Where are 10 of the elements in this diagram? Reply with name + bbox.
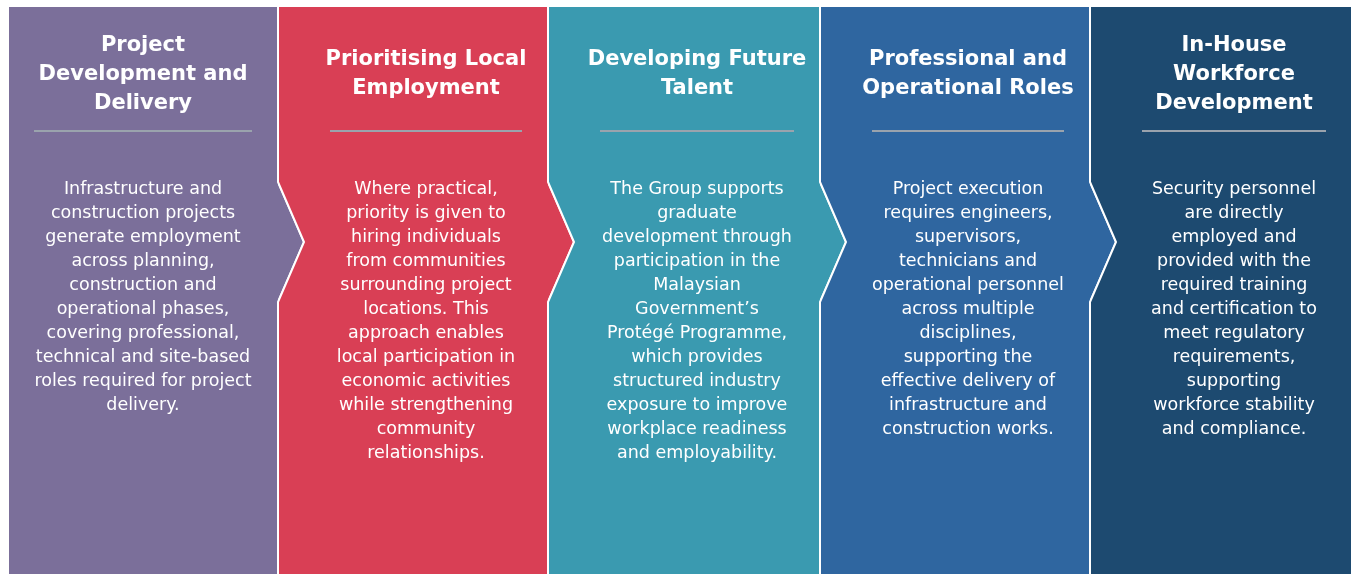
- panel-heading: Prioritising Local Employment: [324, 45, 528, 101]
- panel-description: Infrastructure and construction projects generate employment across planning, construction and operational phases, covering professional, technical and site-based roles required for project delivery.: [34, 177, 252, 416]
- panel-heading: Developing Future Talent: [586, 45, 808, 101]
- panel-description: The Group supports graduate development through participation in the Malaysian Government’s Protégé Programme, which provides structured industry exposure to improve workplace readiness and employability.: [601, 177, 793, 464]
- panel-heading: In-House Workforce Development: [1154, 30, 1314, 116]
- panel-description: Project execution requires engineers, supervisors, technicians and operational personnel across multiple disciplines, supporting the effective delivery of infrastructure and construction works.: [872, 177, 1064, 440]
- panel-heading: Professional and Operational Roles: [861, 45, 1075, 101]
- panel-description: Where practical, priority is given to hiring individuals from communities surrounding project locations. This approach enables local participation in economic activities while strengthening community relationships.: [335, 177, 517, 464]
- panel-description: Security personnel are directly employed and provided with the required training and certification to meet regulatory requirements, supporting workforce stability and compliance.: [1150, 177, 1318, 440]
- panel-heading: Project Development and Delivery: [37, 30, 249, 116]
